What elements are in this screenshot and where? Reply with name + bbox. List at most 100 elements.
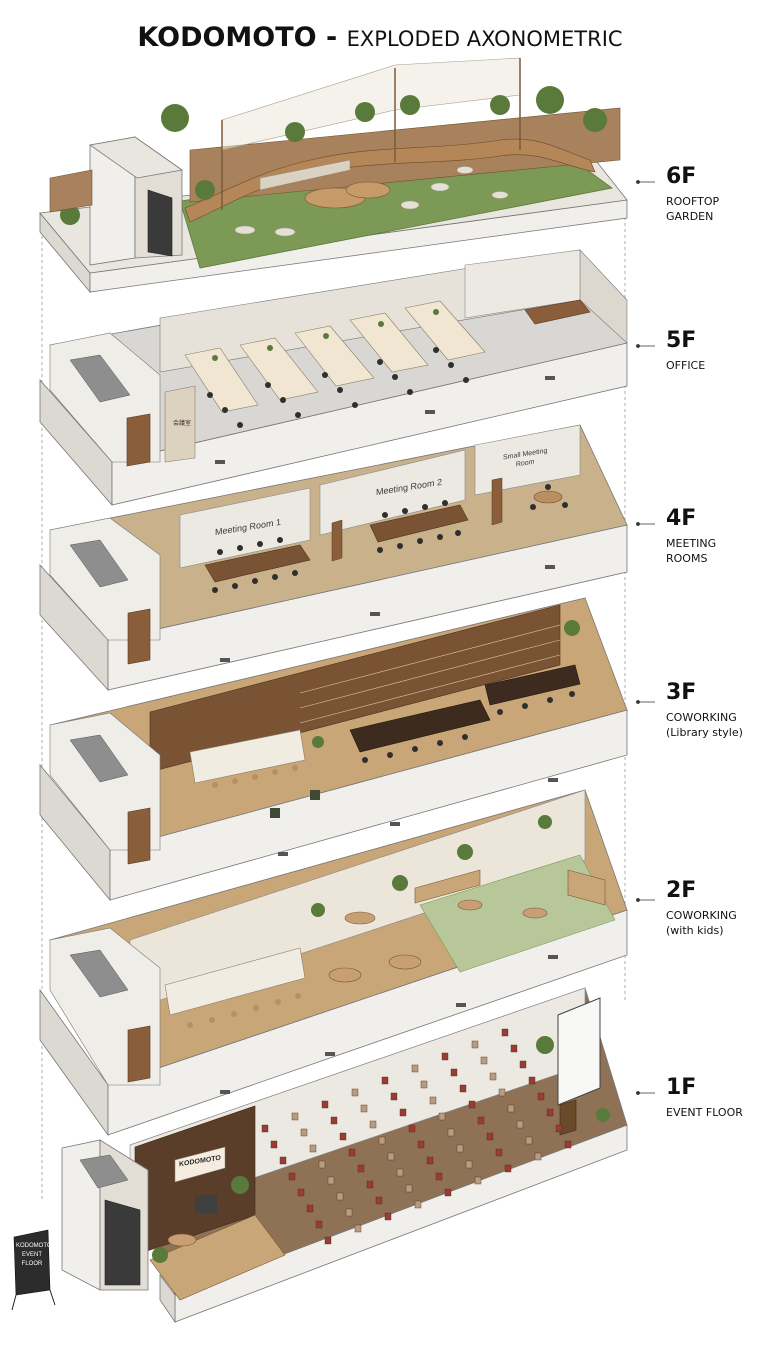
event-chair bbox=[486, 1132, 494, 1141]
floor-number-6f: 6F bbox=[666, 164, 697, 189]
stairs-2f bbox=[69, 949, 129, 998]
rooftop-pergola-fence-left bbox=[49, 169, 93, 213]
event-chair bbox=[537, 1092, 545, 1101]
floor-name-1f: EVENT FLOOR bbox=[666, 1106, 743, 1119]
event-chair bbox=[369, 1120, 377, 1129]
event-chair bbox=[519, 1060, 527, 1069]
event-chair bbox=[318, 1160, 326, 1169]
event-chair bbox=[564, 1140, 572, 1149]
kids-shelf bbox=[414, 869, 481, 904]
meeting-chairs bbox=[212, 484, 568, 593]
event-chair bbox=[321, 1100, 329, 1109]
floor-6f-rooftop bbox=[39, 57, 628, 294]
title-subtitle: EXPLODED AXONOMETRIC bbox=[346, 27, 623, 51]
event-chair bbox=[516, 1120, 524, 1129]
floor-sub-2f: (with kids) bbox=[666, 924, 724, 937]
meeting-table-1 bbox=[204, 544, 311, 583]
library-table-2 bbox=[484, 664, 581, 706]
event-chair bbox=[270, 1140, 278, 1149]
projection-screen bbox=[557, 997, 601, 1106]
floor-label-5f: 5F OFFICE bbox=[666, 328, 705, 373]
event-chair bbox=[288, 1172, 296, 1181]
restroom-door-2f bbox=[127, 1025, 151, 1083]
event-chair bbox=[390, 1092, 398, 1101]
event-chair bbox=[279, 1156, 287, 1165]
event-chair bbox=[297, 1188, 305, 1197]
library-table-1 bbox=[349, 699, 491, 753]
event-chair bbox=[495, 1148, 503, 1157]
rooftop-sofa bbox=[259, 159, 351, 191]
event-chair bbox=[546, 1108, 554, 1117]
floor-name-3f: COWORKING bbox=[666, 711, 737, 724]
event-chair bbox=[348, 1148, 356, 1157]
sign-line-3: FLOOR bbox=[21, 1261, 43, 1267]
entrance-plant-2 bbox=[152, 1247, 168, 1263]
floor-name-2f: COWORKING bbox=[666, 909, 737, 922]
entrance-glass-door bbox=[104, 1199, 141, 1286]
event-chair bbox=[408, 1124, 416, 1133]
small-meeting-table bbox=[533, 490, 563, 504]
wall-logo-plate bbox=[174, 1146, 226, 1183]
floor-3f-library bbox=[39, 597, 628, 902]
event-chair bbox=[375, 1196, 383, 1205]
stairs-4f bbox=[69, 539, 129, 588]
event-chair bbox=[555, 1124, 563, 1133]
event-chair bbox=[501, 1028, 509, 1037]
event-chair bbox=[360, 1104, 368, 1113]
shade-net-posts bbox=[221, 58, 521, 210]
event-chair bbox=[339, 1132, 347, 1141]
event-chair bbox=[489, 1072, 497, 1081]
director-desk bbox=[524, 299, 591, 325]
floor-number-3f: 3F bbox=[666, 680, 697, 705]
slab-2f-windows bbox=[220, 955, 558, 1094]
speaker-podium bbox=[559, 1099, 577, 1136]
event-chair bbox=[291, 1112, 299, 1121]
floor-4f-meeting bbox=[39, 424, 628, 692]
slab-1f-side bbox=[159, 1273, 176, 1324]
event-chairs bbox=[261, 1028, 572, 1245]
meeting-door-5f bbox=[164, 385, 196, 463]
event-chair bbox=[504, 1164, 512, 1173]
lounge-chairs-3f bbox=[270, 790, 320, 818]
event-chair bbox=[306, 1204, 314, 1213]
meeting-table-2 bbox=[369, 504, 469, 543]
meeting-door-1 bbox=[331, 519, 343, 562]
floor-name-4f: MEETING ROOMS bbox=[666, 537, 717, 565]
sign-line-1: KODOMOTO bbox=[16, 1243, 52, 1249]
event-chair bbox=[450, 1068, 458, 1077]
event-chair bbox=[441, 1052, 449, 1061]
slab-5f-windows bbox=[215, 376, 555, 464]
event-chair bbox=[378, 1136, 386, 1145]
event-chair bbox=[498, 1088, 506, 1097]
floor-5f-office: 会議室 bbox=[39, 249, 628, 507]
cafe-counter-3f bbox=[189, 729, 306, 784]
floor-1f-event bbox=[11, 987, 628, 1324]
library-chairs bbox=[362, 691, 575, 763]
event-chair bbox=[417, 1140, 425, 1149]
kids-play-zone bbox=[419, 854, 616, 973]
bar-stools-2f bbox=[187, 993, 301, 1028]
bookshelf-rows bbox=[299, 624, 561, 724]
restroom-door-3f bbox=[127, 807, 151, 865]
slab-3f-windows bbox=[278, 778, 558, 856]
event-chair bbox=[345, 1208, 353, 1217]
floor-label-2f: 2F COWORKING (with kids) bbox=[666, 878, 737, 938]
entrance-furniture bbox=[152, 1036, 610, 1263]
event-chair bbox=[471, 1040, 479, 1049]
event-chair bbox=[510, 1044, 518, 1053]
floor-name-5f: OFFICE bbox=[666, 359, 706, 372]
floor-label-1f: 1F EVENT FLOOR bbox=[666, 1075, 743, 1120]
floor-number-2f: 2F bbox=[666, 878, 697, 903]
stairs-3f bbox=[69, 734, 129, 783]
round-tables-2f bbox=[328, 899, 548, 983]
plants-2f bbox=[311, 815, 552, 917]
event-chair bbox=[330, 1116, 338, 1125]
event-chair bbox=[456, 1144, 464, 1153]
event-chair bbox=[528, 1076, 536, 1085]
event-chair bbox=[396, 1168, 404, 1177]
rooftop-stool-seats bbox=[234, 166, 509, 237]
meeting-door-2 bbox=[491, 477, 503, 526]
sign-line-2: EVENT bbox=[21, 1252, 42, 1258]
event-chair bbox=[324, 1236, 332, 1245]
